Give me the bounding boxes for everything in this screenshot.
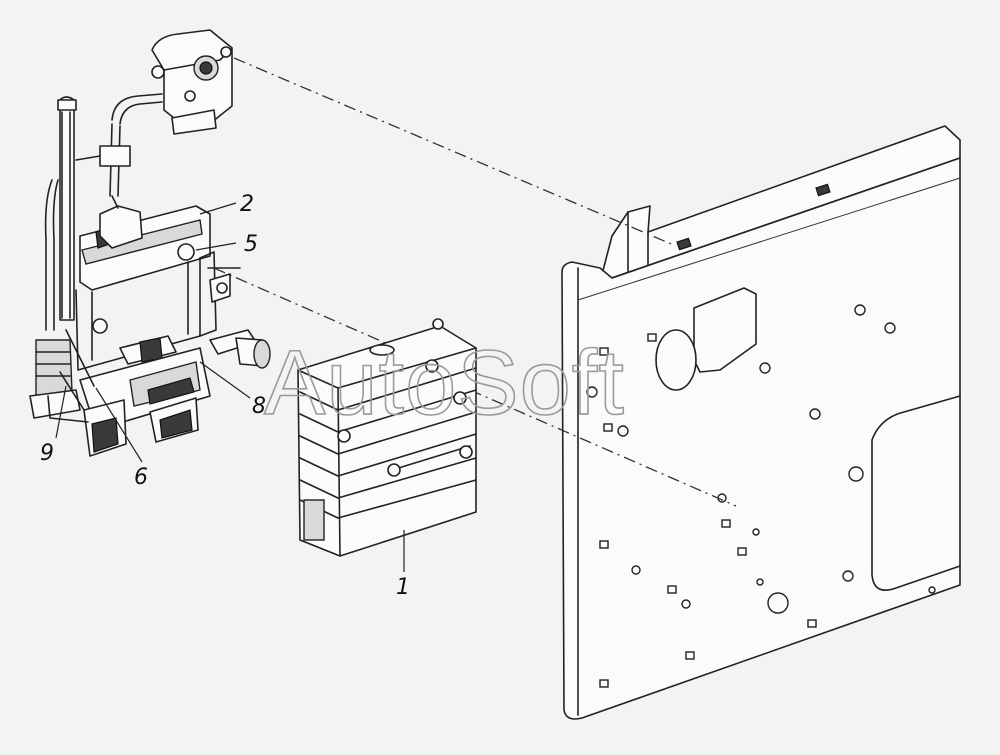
callout-8: 8 [252,394,266,419]
watermark: AutoSoft [264,332,625,434]
mounting-panel [561,125,961,720]
callout-2: 2 [240,192,254,217]
callout-9: 9 [40,441,54,466]
bracket-assembly [29,29,271,457]
assembly-lines [213,57,737,507]
leader-lines [55,202,405,572]
callout-1: 1 [396,575,410,600]
control-unit-1 [297,318,477,557]
callout-5: 5 [244,232,258,257]
callout-6: 6 [134,465,148,490]
